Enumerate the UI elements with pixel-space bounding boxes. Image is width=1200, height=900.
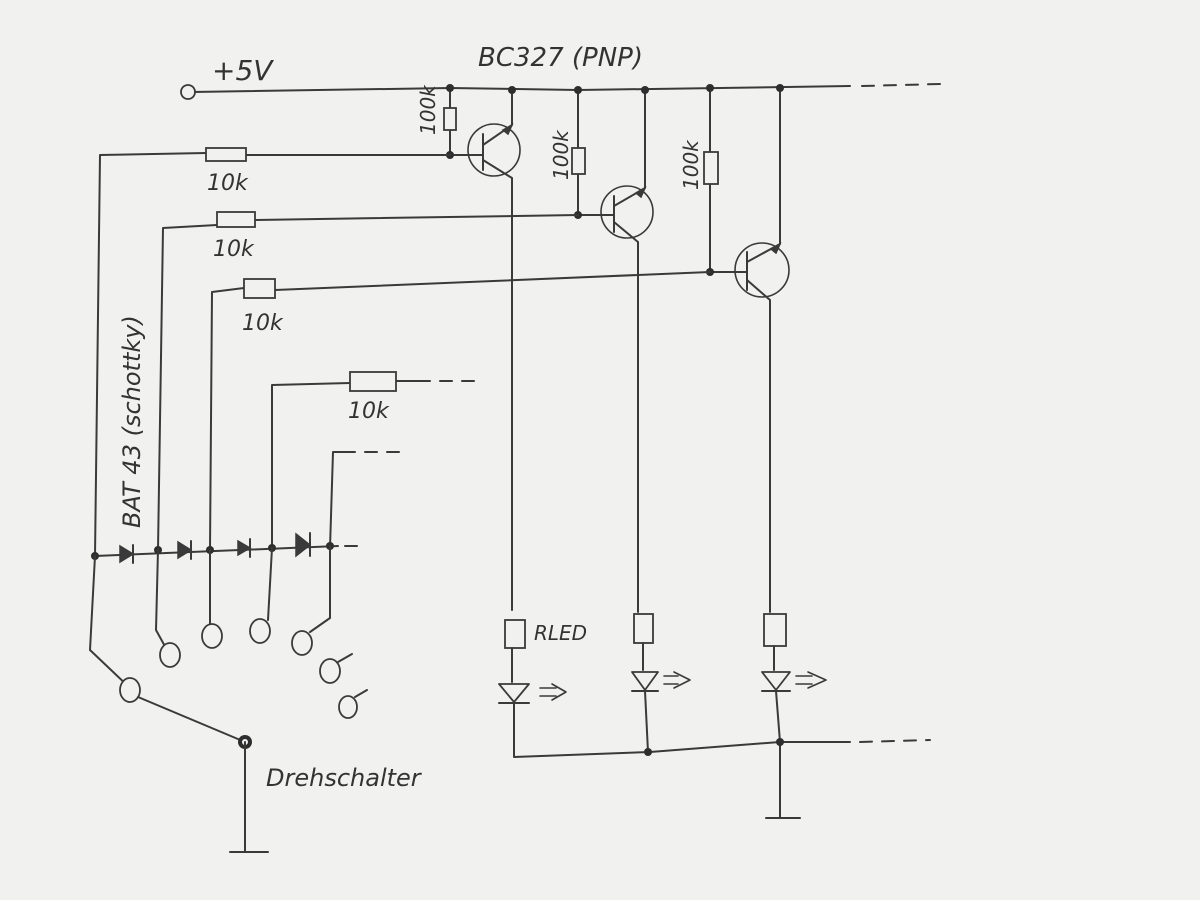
base-resistor-label-1: 10k xyxy=(207,171,249,196)
base-resistor-label-2: 10k xyxy=(213,237,255,262)
pullup-resistor-label-2: 100k xyxy=(549,129,573,180)
supply-terminal xyxy=(180,84,196,100)
supply-rail xyxy=(180,83,941,100)
base-lines xyxy=(94,147,711,557)
led-branches xyxy=(498,613,931,819)
transistor-q3 xyxy=(703,84,790,613)
transistor-q2 xyxy=(571,86,654,613)
transistor-type-label: BC327 (PNP) xyxy=(478,43,643,73)
pullup-resistor-label-3: 100k xyxy=(679,139,703,190)
pullup-resistor-label-1: 100k xyxy=(416,84,440,135)
diode-type-label: BAT 43 (schottky) xyxy=(118,315,146,528)
rotary-switch xyxy=(89,545,368,853)
base-resistor-label-3: 10k xyxy=(242,311,284,336)
diode-chain xyxy=(91,532,361,564)
base-resistor-label-4: 10k xyxy=(348,399,390,424)
switch-label: Drehschalter xyxy=(266,764,423,792)
supply-label: +5V xyxy=(212,54,274,87)
r-led-label: RLED xyxy=(534,621,587,645)
transistor-q1 xyxy=(443,84,521,611)
